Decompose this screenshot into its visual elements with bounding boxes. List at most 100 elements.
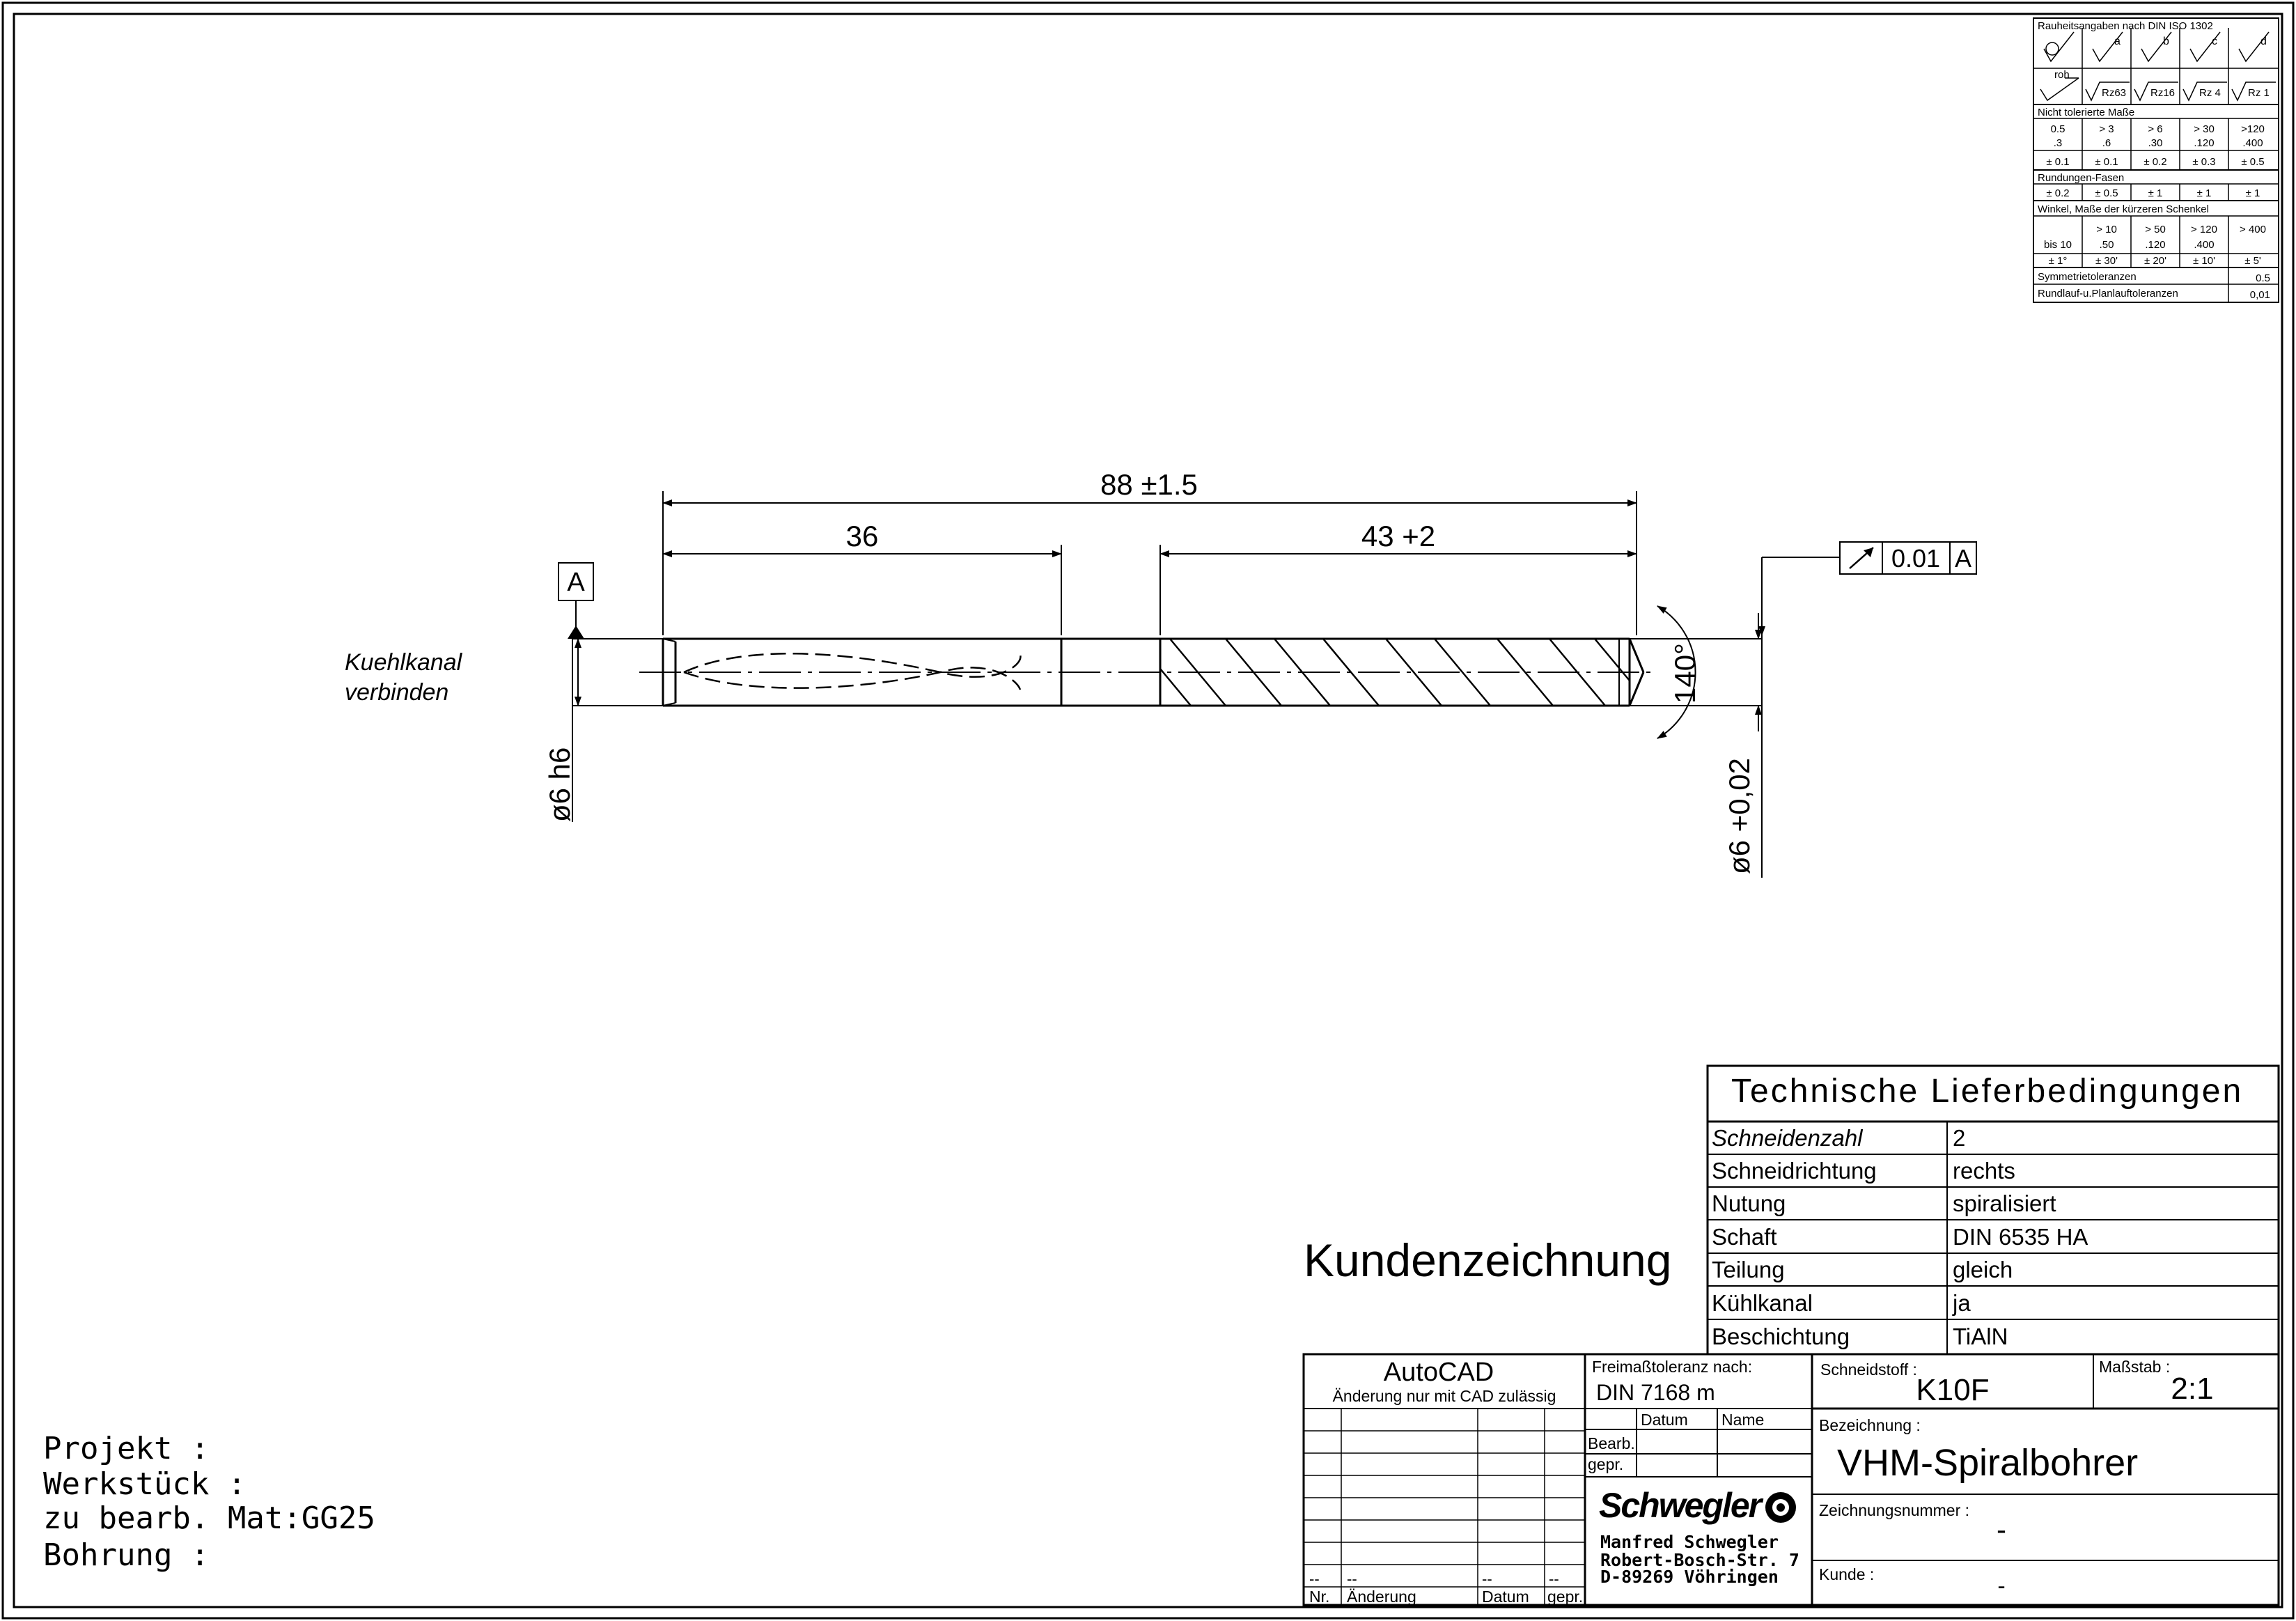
angle-value-1: ± 30' <box>2095 255 2118 267</box>
tol-value-2: ± 0.2 <box>2143 156 2166 168</box>
roughness-value-a: Rz63 <box>2102 87 2126 99</box>
material-line: zu bearb. Mat:GG25 <box>43 1500 375 1536</box>
rev-header-change: Änderung <box>1347 1588 1416 1606</box>
inner-border <box>13 13 2283 1608</box>
tol-value-0: ± 0.1 <box>2046 156 2069 168</box>
range-top-1: > 3 <box>2099 123 2114 135</box>
chamfer-value-2: ± 1 <box>2148 187 2163 199</box>
delivery-value-shank: DIN 6535 HA <box>1953 1224 2088 1250</box>
chamfer-value-0: ± 0.2 <box>2046 187 2069 199</box>
roughness-letter-a: a <box>2114 36 2121 47</box>
untoleranced-title: Nicht tolerierte Maße <box>2038 107 2134 118</box>
company-street: Robert-Bosch-Str. 7 <box>1600 1550 1799 1570</box>
chamfer-value-1: ± 0.5 <box>2095 187 2118 199</box>
range-top-4: >120 <box>2241 123 2265 135</box>
kunde-label: Kunde : <box>1819 1565 1874 1583</box>
delivery-label-flute: Nutung <box>1712 1190 1786 1216</box>
range-top-2: > 6 <box>2148 123 2162 135</box>
autocad-label: AutoCAD <box>1384 1358 1494 1387</box>
angle-value-2: ± 20' <box>2144 255 2166 267</box>
datum-header: Datum <box>1641 1411 1688 1429</box>
massstab-value: 2:1 <box>2171 1372 2213 1406</box>
angle-range-top-1: > 10 <box>2096 224 2117 235</box>
symmetry-label: Symmetrietoleranzen <box>2038 271 2137 283</box>
angle-range-bottom-0: bis 10 <box>2044 239 2072 251</box>
tol-value-1: ± 0.1 <box>2095 156 2118 168</box>
angle-value-3: ± 10' <box>2193 255 2215 267</box>
coolant-note-line1: Kuehlkanal <box>345 649 463 676</box>
delivery-label-coating: Beschichtung <box>1712 1324 1850 1349</box>
delivery-value-flute: spiralisiert <box>1953 1190 2056 1216</box>
delivery-label-pitch: Teilung <box>1712 1257 1785 1282</box>
delivery-value-direction: rechts <box>1953 1158 2015 1184</box>
symmetry-value: 0.5 <box>2256 272 2270 284</box>
gepr-label: gepr. <box>1588 1455 1623 1473</box>
runout-datum: A <box>1955 544 1971 573</box>
angle-range-top-4: > 400 <box>2240 224 2266 235</box>
dim-shank-length: 36 <box>846 520 879 552</box>
datum-a-symbol: A <box>558 562 594 639</box>
customer-drawing-title: Kundenzeichnung <box>1304 1234 1671 1286</box>
roughness-value-d: Rz 1 <box>2248 87 2270 99</box>
roughness-letter-b: b <box>2163 36 2169 47</box>
drill-part <box>572 637 1762 707</box>
runout-label: Rundlauf-u.Planlauftoleranzen <box>2038 288 2178 300</box>
zeichnungsnummer-label: Zeichnungsnummer : <box>1819 1501 1969 1519</box>
tip-angle: 140° <box>1669 643 1701 704</box>
rev-dash-nr: -- <box>1309 1570 1320 1588</box>
schneidstoff-value: K10F <box>1916 1373 1989 1407</box>
delivery-title: Technische Lieferbedingungen <box>1731 1073 2243 1110</box>
tol-value-3: ± 0.3 <box>2192 156 2215 168</box>
company-city: D-89269 Vöhringen <box>1600 1567 1779 1587</box>
delivery-label-shank: Schaft <box>1712 1224 1777 1250</box>
name-header: Name <box>1721 1411 1764 1429</box>
bezeichnung-value: VHM-Spiralbohrer <box>1837 1442 2138 1484</box>
roughness-title: Rauheitsangaben nach DIN ISO 1302 <box>2038 20 2213 32</box>
roughness-letter-c: c <box>2212 36 2217 47</box>
rev-dash-date: -- <box>1482 1570 1492 1588</box>
rev-header-nr: Nr. <box>1309 1588 1329 1606</box>
roughness-roh: roh <box>2054 69 2070 81</box>
runout-value: 0,01 <box>2250 289 2270 301</box>
range-bottom-2: .30 <box>2148 137 2163 149</box>
freimass-label: Freimaßtoleranz nach: <box>1592 1358 1752 1376</box>
roughness-value-c: Rz 4 <box>2199 87 2221 99</box>
range-bottom-4: .400 <box>2242 137 2263 149</box>
delivery-label-direction: Schneidrichtung <box>1712 1158 1877 1184</box>
angle-value-4: ± 5' <box>2244 255 2261 267</box>
zeichnungsnummer-value: - <box>1997 1513 2006 1546</box>
shank-diameter: ø6 h6 <box>543 747 576 822</box>
rev-dash-checked: -- <box>1549 1570 1559 1588</box>
bearb-label: Bearb. <box>1588 1434 1635 1452</box>
runout-tolerance: 0.01 <box>1891 544 1940 573</box>
delivery-value-coating: TiAlN <box>1953 1324 2008 1349</box>
dim-total-length: 88 ±1.5 <box>1100 468 1198 501</box>
range-top-0: 0.5 <box>2051 123 2065 135</box>
dim-flute-length: 43 +2 <box>1361 520 1435 552</box>
angle-value-0: ± 1° <box>2049 255 2068 267</box>
coolant-note-line2: verbinden <box>345 679 448 706</box>
title-block <box>1302 1353 2280 1606</box>
chamfer-title: Rundungen-Fasen <box>2038 172 2124 184</box>
chamfer-value-3: ± 1 <box>2197 187 2212 199</box>
angle-range-bottom-3: .400 <box>2194 239 2214 251</box>
rev-header-date: Datum <box>1482 1588 1529 1606</box>
angle-range-top-3: > 120 <box>2191 224 2217 235</box>
angle-range-top-2: > 50 <box>2145 224 2166 235</box>
roughness-value-b: Rz16 <box>2150 87 2175 99</box>
angle-range-bottom-2: .120 <box>2145 239 2165 251</box>
delivery-value-cutting-edges: 2 <box>1953 1125 1965 1151</box>
bezeichnung-label: Bezeichnung : <box>1819 1416 1921 1434</box>
datum-a-label: A <box>567 568 585 597</box>
angle-title: Winkel, Maße der kürzeren Schenkel <box>2038 203 2209 215</box>
rev-dash-change: -- <box>1347 1570 1357 1588</box>
bore-line: Bohrung : <box>43 1537 209 1573</box>
company-logo: Schwegler <box>1599 1486 1764 1525</box>
chamfer-value-4: ± 1 <box>2246 187 2260 199</box>
runout-frame: 0.01 A <box>1839 541 1977 575</box>
roughness-letter-d: d <box>2260 36 2267 47</box>
massstab-label: Maßstab : <box>2099 1358 2170 1376</box>
range-bottom-0: .3 <box>2054 137 2063 149</box>
